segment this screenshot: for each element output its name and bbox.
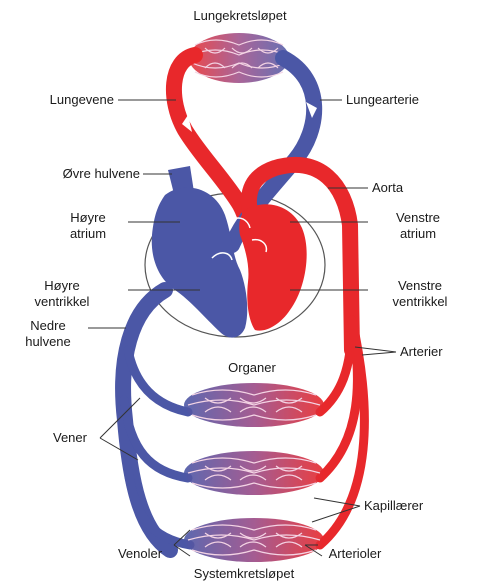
artery-to-organ-3 [320, 320, 364, 545]
label-organer: Organer [228, 360, 276, 375]
label-venstre-atrium-2: atrium [400, 226, 436, 241]
label-arterioler: Arterioler [329, 546, 382, 561]
label-ovre-hulvene: Øvre hulvene [63, 166, 140, 181]
capillary-bed-1 [184, 383, 324, 427]
label-venstre-atrium-1: Venstre [396, 210, 440, 225]
label-systemkretslopet: Systemkretsløpet [194, 566, 295, 581]
label-hoyre-atrium-1: Høyre [70, 210, 105, 225]
artery-to-organ-2 [320, 320, 357, 478]
label-aorta: Aorta [372, 180, 404, 195]
artery-to-organ-1 [320, 320, 352, 412]
label-arterier: Arterier [400, 344, 443, 359]
vein-from-organ-1 [128, 350, 188, 412]
lung-capillary-bed [189, 33, 289, 83]
label-hoyre-ventrikkel-1: Høyre [44, 278, 79, 293]
label-nedre-hulvene-1: Nedre [30, 318, 65, 333]
label-vener: Vener [53, 430, 88, 445]
label-hoyre-ventrikkel-2: ventrikkel [35, 294, 90, 309]
capillary-bed-3 [184, 518, 324, 562]
label-kapillaerer: Kapillærer [364, 498, 424, 513]
label-lungearterie: Lungearterie [346, 92, 419, 107]
label-venoler: Venoler [118, 546, 163, 561]
label-lungevene: Lungevene [50, 92, 114, 107]
label-venstre-ventrikkel-2: ventrikkel [393, 294, 448, 309]
label-lungekretslopet: Lungekretsløpet [193, 8, 287, 23]
label-venstre-ventrikkel-1: Venstre [398, 278, 442, 293]
label-nedre-hulvene-2: hulvene [25, 334, 71, 349]
label-hoyre-atrium-2: atrium [70, 226, 106, 241]
capillary-bed-2 [184, 451, 324, 495]
